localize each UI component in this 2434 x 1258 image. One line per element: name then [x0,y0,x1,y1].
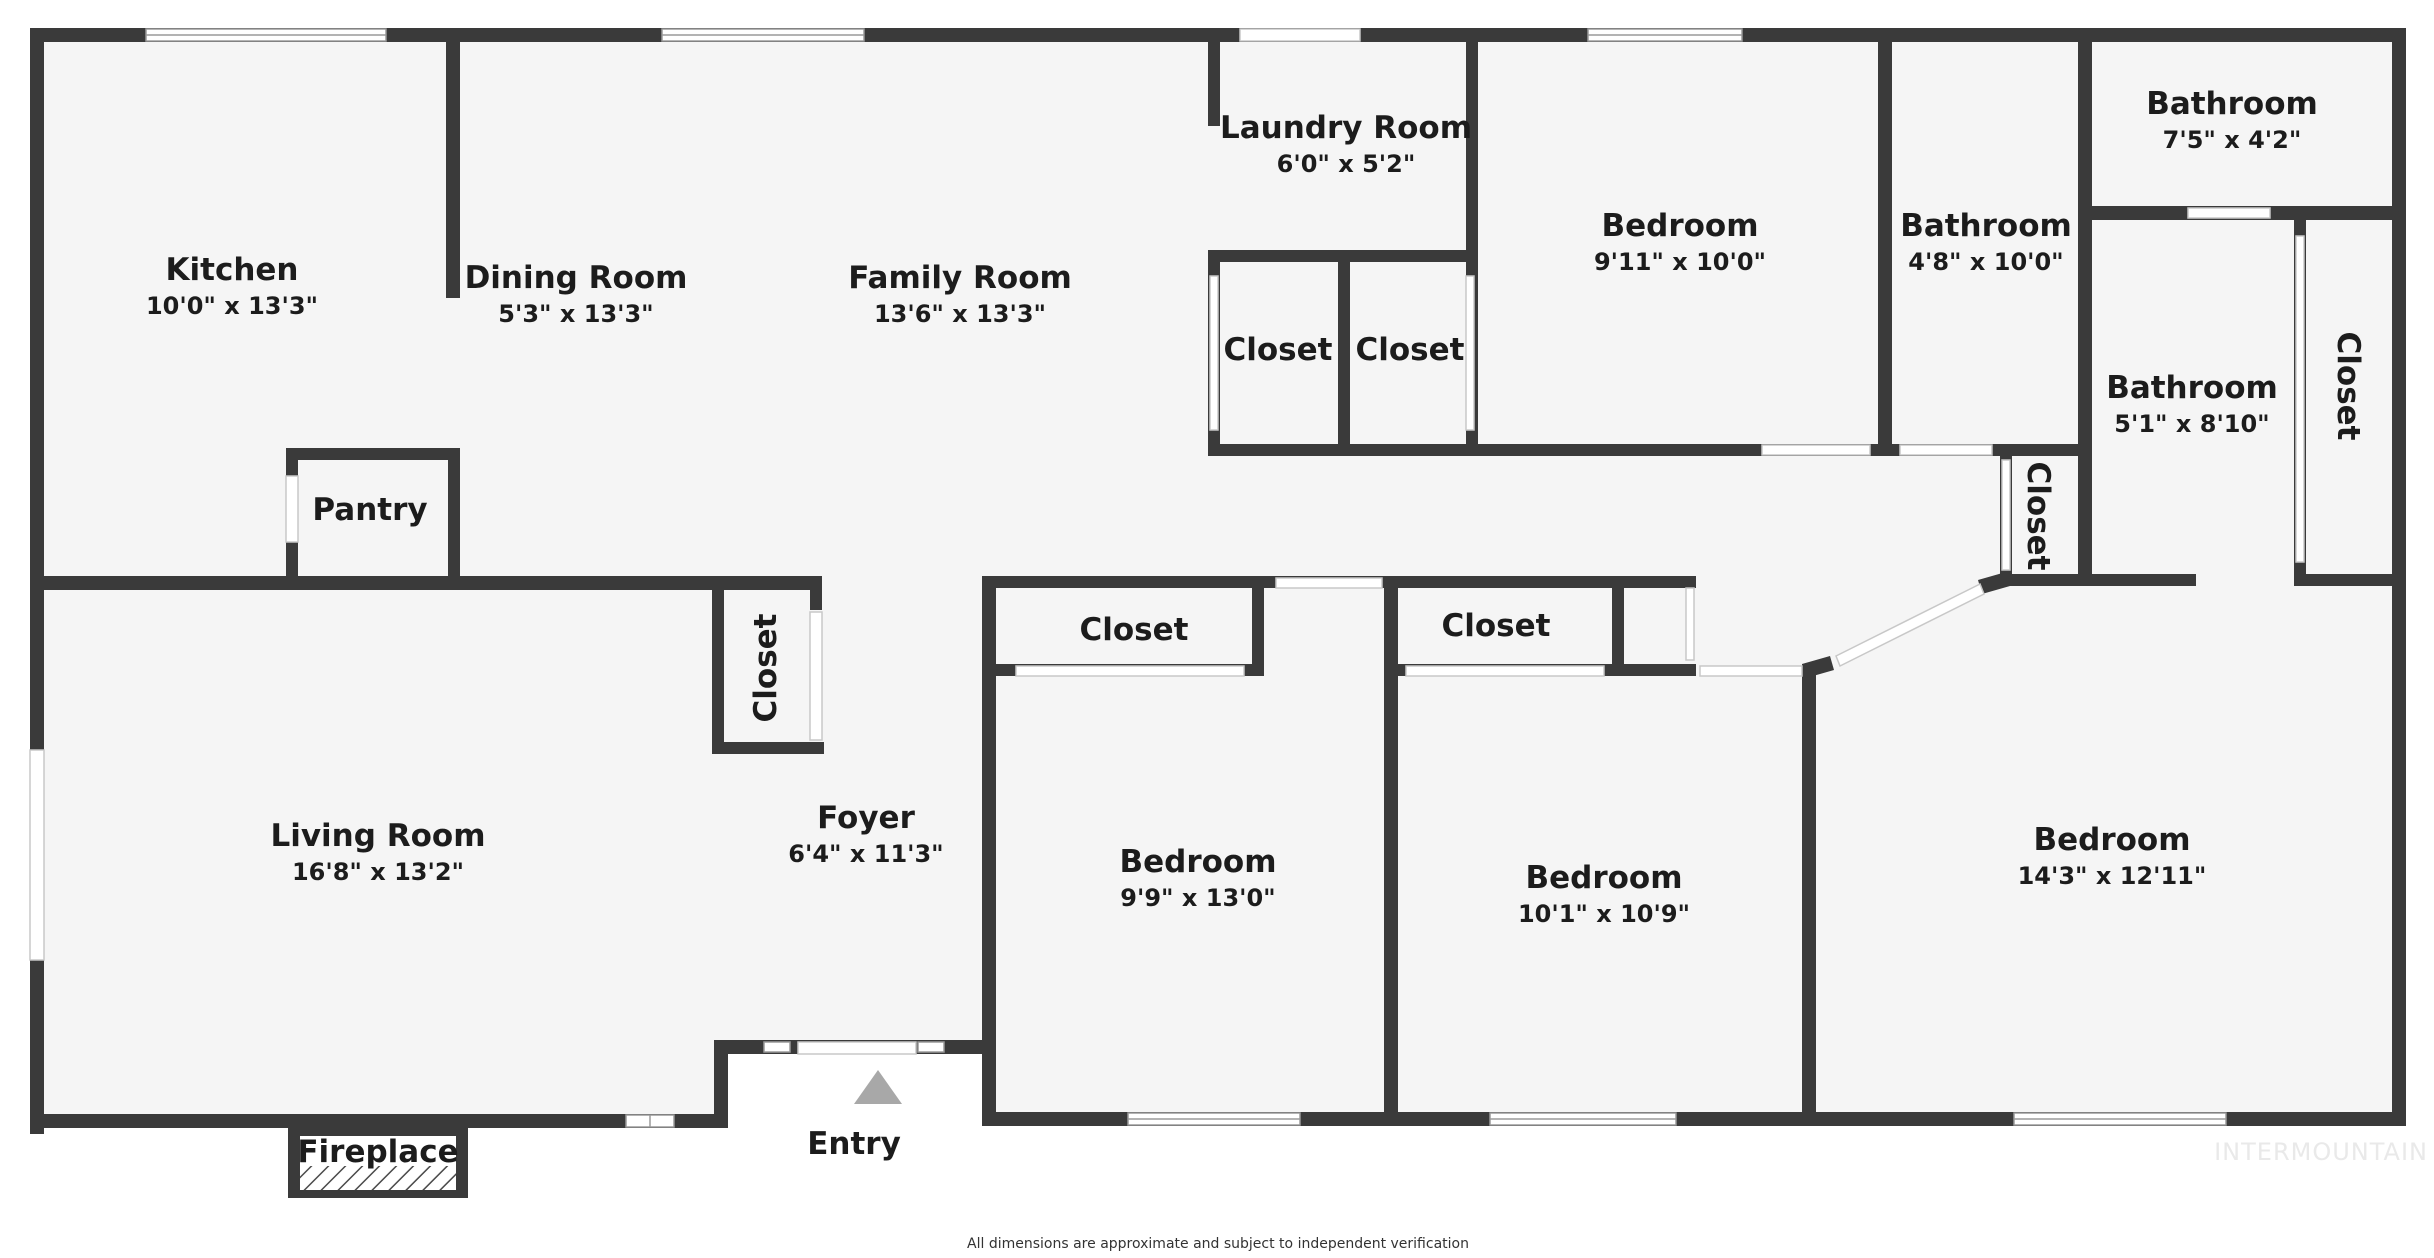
bedroom-2-dims: 10'1" x 10'9" [1518,900,1690,928]
walls [30,28,2406,1134]
family-room-name: Family Room [848,260,1072,296]
closet-living-label: Closet [748,613,784,722]
bathroom-right-top-dims: 7'5" x 4'2" [2163,126,2302,154]
kitchen-name: Kitchen [165,252,298,288]
dining-room-dims: 5'3" x 13'3" [498,300,653,328]
kitchen-dims: 10'0" x 13'3" [146,292,318,320]
bathroom-mid-top-name: Bathroom [1900,208,2072,244]
bedroom-3-dims: 14'3" x 12'11" [2018,862,2207,890]
bathroom-right-top-name: Bathroom [2146,86,2318,122]
closet-laundry-left-label: Closet [1224,332,1333,368]
bedroom-top-dims: 9'11" x 10'0" [1594,248,1766,276]
laundry-room-dims: 6'0" x 5'2" [1277,150,1416,178]
closet-bed1-label: Closet [1080,612,1189,648]
pantry-label: Pantry [312,492,427,528]
foyer-name: Foyer [817,800,915,836]
entry-porch [728,1050,986,1140]
fireplace [288,1126,468,1198]
foyer-dims: 6'4" x 11'3" [788,840,943,868]
brand-watermark: INTERMOUNTAIN [2214,1138,2428,1166]
bathroom-right-name: Bathroom [2106,370,2278,406]
door-openings [29,28,2305,1055]
bedroom-2-name: Bedroom [1525,860,1682,896]
bathroom-right-dims: 5'1" x 8'10" [2114,410,2269,438]
disclaimer-note: All dimensions are approximate and subje… [967,1236,1469,1252]
closet-hall-label: Closet [2020,462,2056,571]
entry-label: Entry [807,1126,901,1162]
living-room-dims: 16'8" x 13'2" [292,858,464,886]
bathroom-mid-top-dims: 4'8" x 10'0" [1908,248,2063,276]
windows [145,28,2227,1128]
closet-labels: Closet Closet Pantry Closet Closet Close… [297,332,2366,1170]
dining-room-name: Dining Room [465,260,688,296]
closet-bed2-label: Closet [1442,608,1551,644]
laundry-room-name: Laundry Room [1220,110,1472,146]
entry-arrow-icon [854,1070,902,1104]
fireplace-label: Fireplace [297,1134,458,1170]
bedroom-top-name: Bedroom [1601,208,1758,244]
bedroom-1-name: Bedroom [1119,844,1276,880]
room-labels: Kitchen 10'0" x 13'3" Dining Room 5'3" x… [146,86,2318,928]
closet-right-edge-label: Closet [2330,332,2366,441]
bedroom-3-name: Bedroom [2033,822,2190,858]
closet-laundry-right-label: Closet [1356,332,1465,368]
family-room-dims: 13'6" x 13'3" [874,300,1046,328]
bedroom-1-dims: 9'9" x 13'0" [1120,884,1275,912]
living-room-name: Living Room [270,818,485,854]
